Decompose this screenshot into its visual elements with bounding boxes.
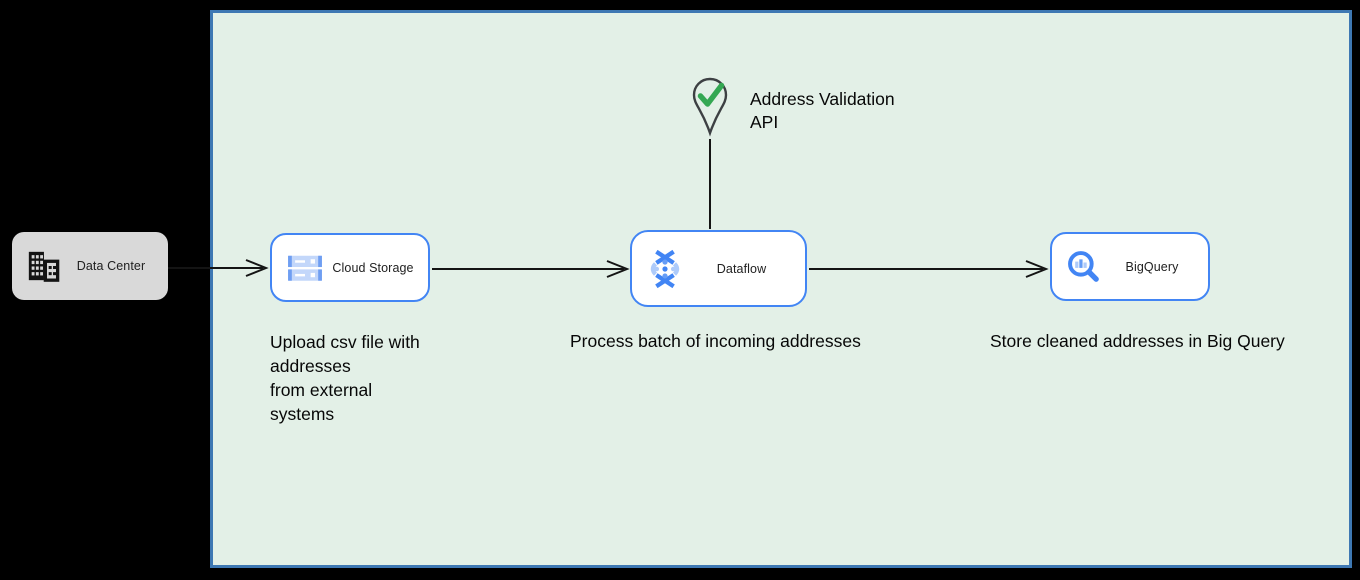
building-icon bbox=[26, 249, 60, 283]
node-label: Cloud Storage bbox=[332, 260, 414, 275]
caption-upload-csv: Upload csv file with addresses from exte… bbox=[270, 332, 420, 424]
node-bigquery[interactable]: BigQuery bbox=[1050, 232, 1210, 301]
address-validation-node[interactable] bbox=[688, 77, 732, 142]
node-data-center[interactable]: Data Center bbox=[12, 232, 168, 300]
node-label: Data Center bbox=[76, 259, 146, 273]
cloud-storage-icon bbox=[286, 252, 324, 284]
dataflow-icon bbox=[646, 248, 684, 290]
bigquery-search-icon bbox=[1066, 249, 1102, 285]
address-validation-label: Address Validation API bbox=[750, 89, 895, 132]
caption-process-batch: Process batch of incoming addresses bbox=[570, 331, 861, 351]
caption-store-bigquery: Store cleaned addresses in Big Query bbox=[990, 331, 1285, 351]
node-dataflow[interactable]: Dataflow bbox=[630, 230, 807, 307]
node-cloud-storage[interactable]: Cloud Storage bbox=[270, 233, 430, 302]
map-pin-check-icon bbox=[688, 77, 732, 141]
node-label: BigQuery bbox=[1125, 259, 1179, 274]
node-label: Dataflow bbox=[716, 261, 767, 276]
